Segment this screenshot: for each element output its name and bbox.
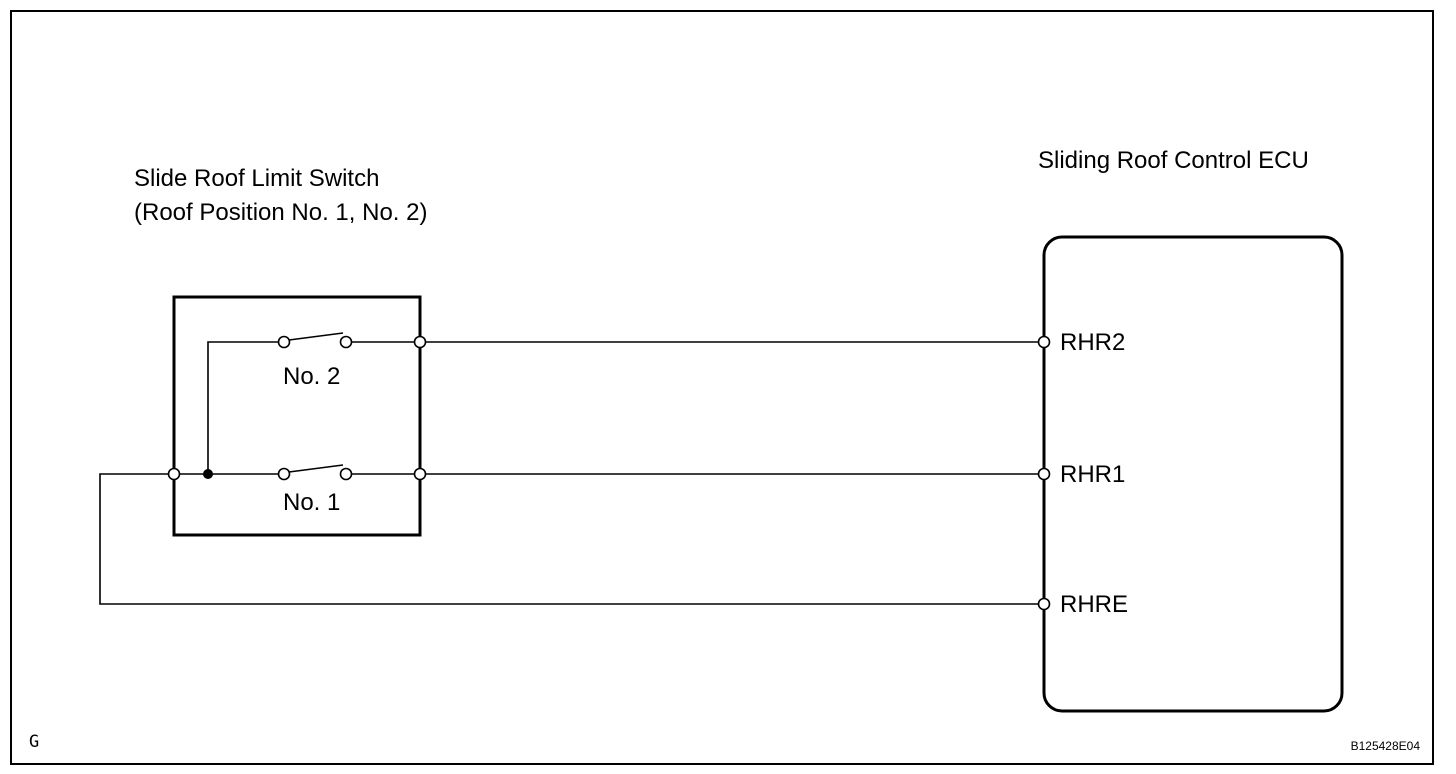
switch-terminal-no2 bbox=[413, 335, 427, 349]
limit-switch-box bbox=[172, 295, 422, 537]
ecu-title: Sliding Roof Control ECU bbox=[1038, 147, 1309, 174]
wire-rhre bbox=[99, 473, 1044, 605]
switch-no1-label: No. 1 bbox=[283, 489, 340, 516]
ecu-pin-label-rhre: RHRE bbox=[1060, 591, 1128, 618]
switch-title-line1: Slide Roof Limit Switch bbox=[134, 165, 379, 192]
switch-no2-contact-left bbox=[277, 335, 291, 349]
ecu-pin-label-rhr1: RHR1 bbox=[1060, 461, 1125, 488]
outer-frame bbox=[10, 10, 1434, 765]
switch-title-line2: (Roof Position No. 1, No. 2) bbox=[134, 199, 427, 226]
figure-code: B125428E04 bbox=[1351, 739, 1421, 753]
ecu-terminal-rhr1 bbox=[1037, 467, 1051, 481]
junction-dot bbox=[203, 469, 213, 479]
switch-terminal-common bbox=[167, 467, 181, 481]
corner-mark: G bbox=[29, 732, 39, 752]
switch-no1-contact-right bbox=[339, 467, 353, 481]
switch-no1-contact-left bbox=[277, 467, 291, 481]
switch-no2-blade bbox=[288, 332, 344, 341]
switch-no2-common-wire bbox=[207, 341, 284, 474]
ecu-terminal-rhre bbox=[1037, 597, 1051, 611]
ecu-terminal-rhr2 bbox=[1037, 335, 1051, 349]
switch-terminal-no1 bbox=[413, 467, 427, 481]
ecu-pin-label-rhr2: RHR2 bbox=[1060, 329, 1125, 356]
switch-no2-label: No. 2 bbox=[283, 363, 340, 390]
switch-no2-contact-right bbox=[339, 335, 353, 349]
switch-no1-blade bbox=[288, 464, 344, 473]
